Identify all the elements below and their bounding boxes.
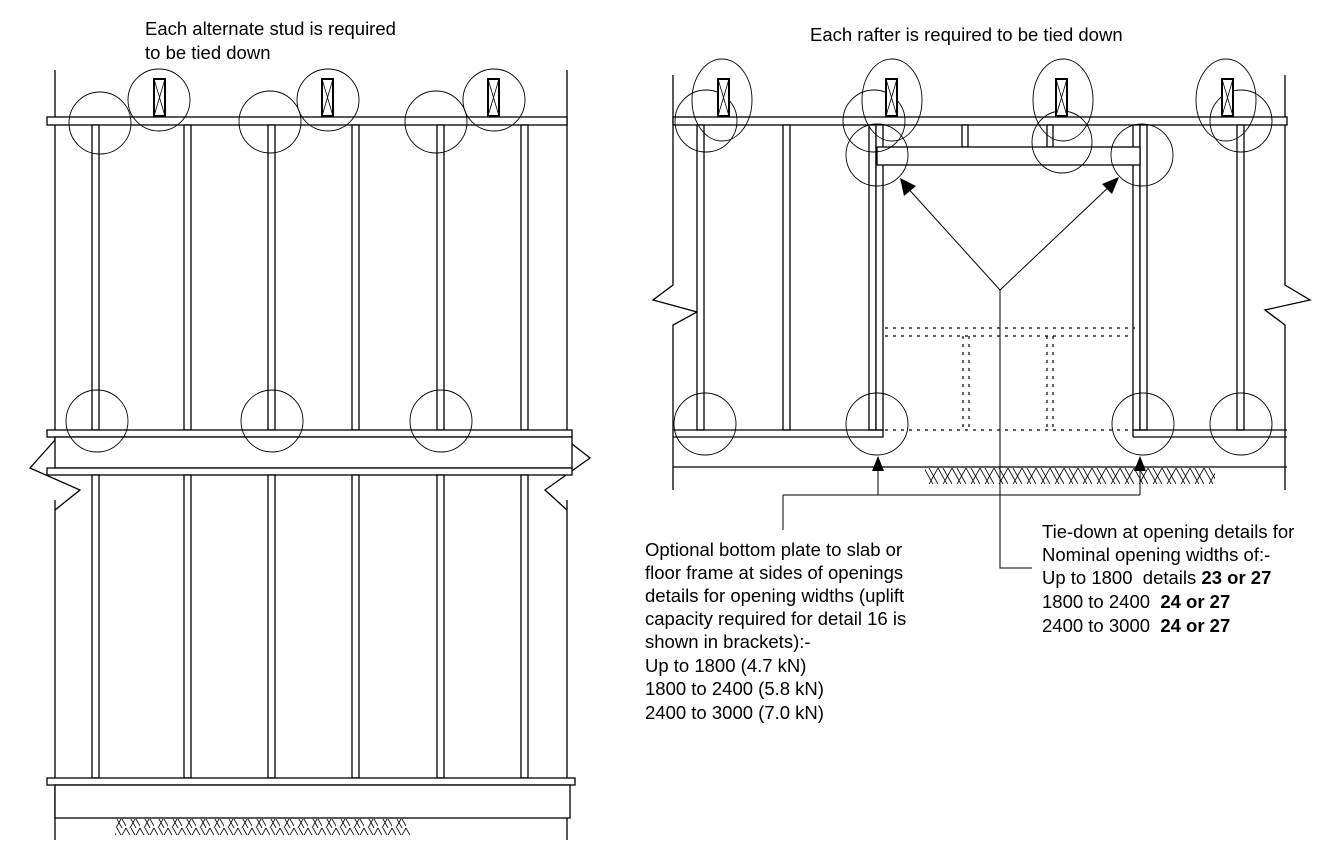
range: Up to 1800 details xyxy=(1042,567,1202,588)
stud xyxy=(351,474,360,779)
right-caption: Each rafter is required to be tied down xyxy=(810,24,1123,45)
opening-note-line1: Tie-down at opening details for xyxy=(1042,521,1295,542)
note-line: capacity required for detail 16 is xyxy=(645,608,907,629)
right-wall-frame xyxy=(651,75,1312,490)
note-line: floor frame at sides of openings xyxy=(645,562,904,583)
window-opening-dotted xyxy=(885,327,1135,431)
note-line: 1800 to 2400 (5.8 kN) xyxy=(645,678,824,699)
stud xyxy=(267,474,276,779)
left-rafter-ties xyxy=(153,78,500,117)
details: 24 or 27 xyxy=(1160,615,1231,636)
stud xyxy=(91,124,100,431)
note-line: details for opening widths (uplift xyxy=(645,585,905,606)
left-caption-line1: Each alternate stud is required xyxy=(145,18,396,39)
stud xyxy=(267,124,276,431)
opening-row: Up to 1800 details 23 or 27 xyxy=(1042,566,1271,590)
stud xyxy=(436,474,445,779)
right-rafter-ties xyxy=(717,78,1234,117)
left-caption-line2: to be tied down xyxy=(145,42,271,63)
stud xyxy=(183,124,192,431)
stud xyxy=(351,124,360,431)
opening-note-line2: Nominal opening widths of:- xyxy=(1042,544,1271,565)
range: 2400 to 3000 xyxy=(1042,615,1161,636)
note-line: shown in brackets):- xyxy=(645,631,811,652)
note-line: 2400 to 3000 (7.0 kN) xyxy=(645,702,824,723)
note-line: Up to 1800 (4.7 kN) xyxy=(645,655,807,676)
leader-lines xyxy=(782,182,1141,569)
stud xyxy=(520,474,529,779)
left-tie-down-circles xyxy=(65,68,526,453)
note-line: Optional bottom plate to slab or xyxy=(645,539,903,560)
stud xyxy=(520,124,529,431)
arrowheads xyxy=(872,177,1146,471)
opening-row: 2400 to 3000 24 or 27 xyxy=(1042,614,1230,638)
left-wall-frame xyxy=(28,70,592,840)
details: 23 or 27 xyxy=(1201,567,1272,588)
stud xyxy=(91,474,100,779)
stud xyxy=(183,474,192,779)
range: 1800 to 2400 xyxy=(1042,591,1161,612)
details: 24 or 27 xyxy=(1160,591,1231,612)
stud xyxy=(436,124,445,431)
right-tie-down-circles xyxy=(673,58,1273,456)
opening-row: 1800 to 2400 24 or 27 xyxy=(1042,590,1230,614)
